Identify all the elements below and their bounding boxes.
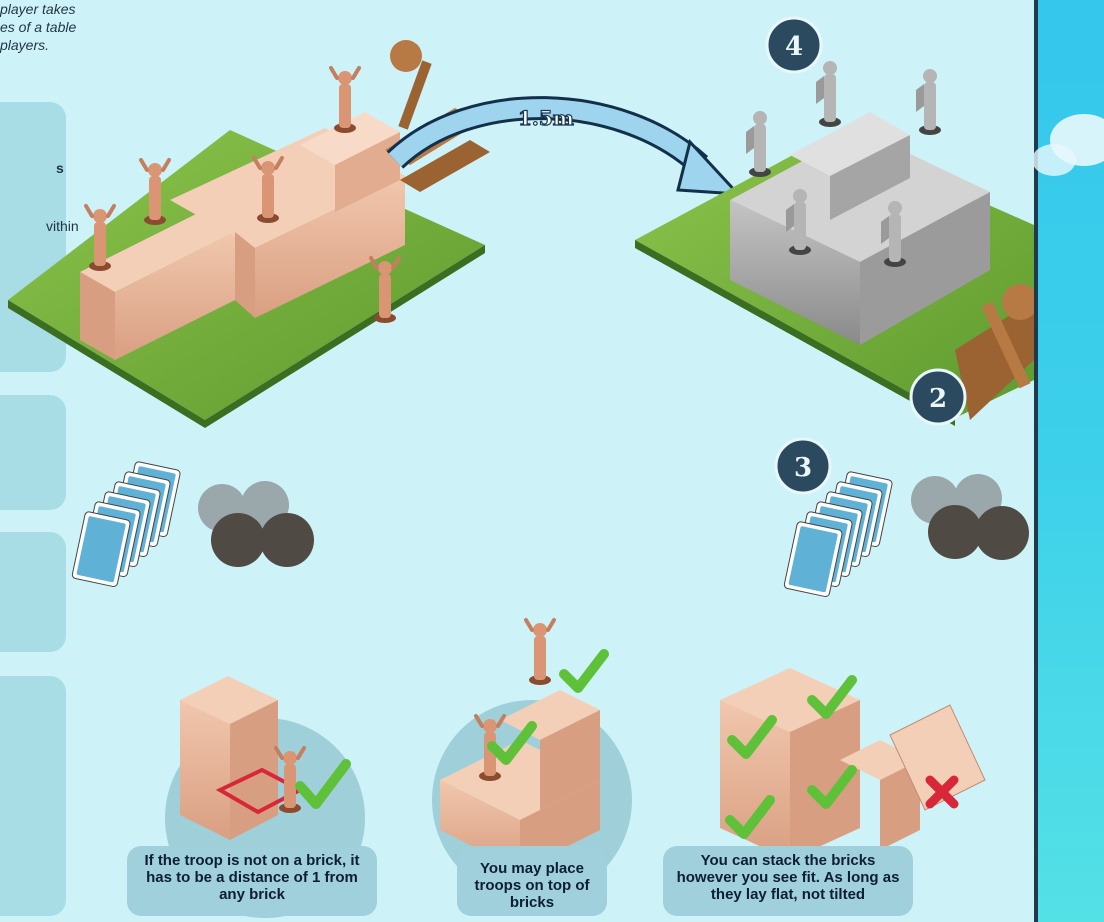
right-stones — [911, 474, 1029, 560]
right-catapult — [955, 284, 1034, 420]
right-stone-castle — [730, 112, 990, 345]
badge-4: 4 — [765, 16, 823, 74]
checkmark-icon — [807, 765, 857, 809]
caption-on-top: You may place troops on top of bricks — [457, 846, 607, 916]
side-panel-4 — [0, 676, 66, 916]
rule-example-stacking — [720, 668, 986, 860]
left-card-stack — [71, 460, 182, 588]
badge-3: 3 — [774, 437, 832, 495]
side-panel-fragment: vithin — [46, 218, 79, 234]
checkmark-icon — [487, 721, 537, 765]
checkmark-icon — [727, 715, 777, 759]
game-setup-illustration: 1.5m 4 2 3 — [8, 16, 1034, 918]
badge-2: 2 — [909, 368, 967, 426]
left-brick-wall — [80, 112, 405, 360]
intro-line-1: player takes — [0, 1, 76, 17]
badge-number: 3 — [794, 453, 812, 483]
side-panel-fragment: s — [56, 160, 64, 176]
badge-number: 2 — [929, 384, 947, 414]
intro-line-2: es of a table — [0, 19, 77, 35]
left-stones — [198, 481, 314, 567]
checkmark-icon — [295, 759, 351, 809]
distance-label: 1.5m — [518, 106, 574, 130]
side-panel-2 — [0, 395, 66, 510]
sky-strip — [1034, 0, 1104, 922]
side-panel-3 — [0, 532, 66, 652]
caption-distance: If the troop is not on a brick, it has t… — [127, 846, 377, 916]
checkmark-icon — [725, 795, 775, 839]
distance-arrow — [386, 96, 742, 196]
intro-line-3: players. — [0, 37, 50, 53]
intro-text: player takes es of a table players. — [0, 0, 112, 54]
checkmark-icon — [807, 675, 857, 719]
checkmark-icon — [559, 649, 609, 693]
cross-icon — [925, 775, 959, 809]
caption-stacking: You can stack the bricks however you see… — [663, 846, 913, 916]
badge-number: 4 — [785, 32, 803, 62]
cloud — [1034, 144, 1076, 176]
